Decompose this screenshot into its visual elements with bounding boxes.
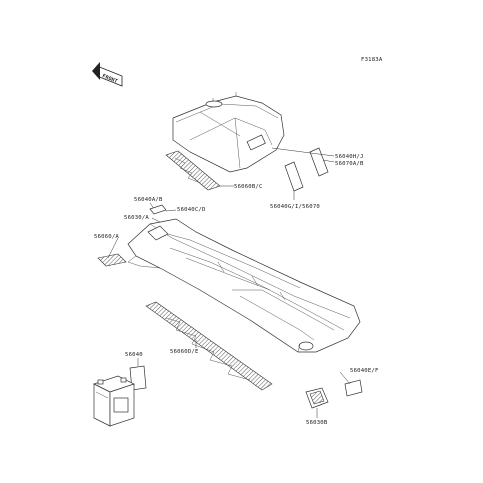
- leader-56040HJ: [271, 147, 335, 157]
- label-56060A: 56060/A: [94, 234, 119, 240]
- label-56060BC: 56060B/C: [234, 184, 263, 190]
- label-56040HJ: 56040H/J: [335, 154, 364, 160]
- hull-body: [127, 218, 361, 353]
- decal-56040AB: [149, 204, 167, 215]
- label-56040EF: 56040E/F: [350, 368, 379, 374]
- label-56040AB: 56040A/B: [134, 197, 163, 203]
- label-56060DE: 56060D/E: [170, 349, 199, 355]
- figure-code: F3183A: [361, 57, 383, 63]
- label-56040GI: 56040G/I/56070: [270, 204, 320, 210]
- leader-56030A: [151, 217, 161, 223]
- pad-56040GI: [284, 147, 329, 200]
- decal-56060DE: [145, 301, 273, 391]
- decal-56060BC: [165, 150, 234, 191]
- front-label: FRONT: [101, 73, 118, 85]
- battery: [93, 375, 135, 427]
- front-arrow-icon: FRONT: [92, 62, 123, 87]
- label-56040: 56040: [125, 352, 143, 358]
- label-56070AB: 56070A/B: [335, 161, 364, 167]
- leader-56040CD: [165, 209, 177, 212]
- decal-56060A: [97, 237, 127, 267]
- label-56030B: 56030B: [306, 420, 328, 426]
- label-56030A: 56030/A: [124, 215, 149, 221]
- seat-cover-assembly: [172, 92, 285, 173]
- leader-56070AB: [322, 159, 335, 163]
- decal-56030B: [305, 387, 329, 418]
- label-56040CD: 56040C/D: [177, 207, 206, 213]
- pad-56040EF: [339, 371, 363, 397]
